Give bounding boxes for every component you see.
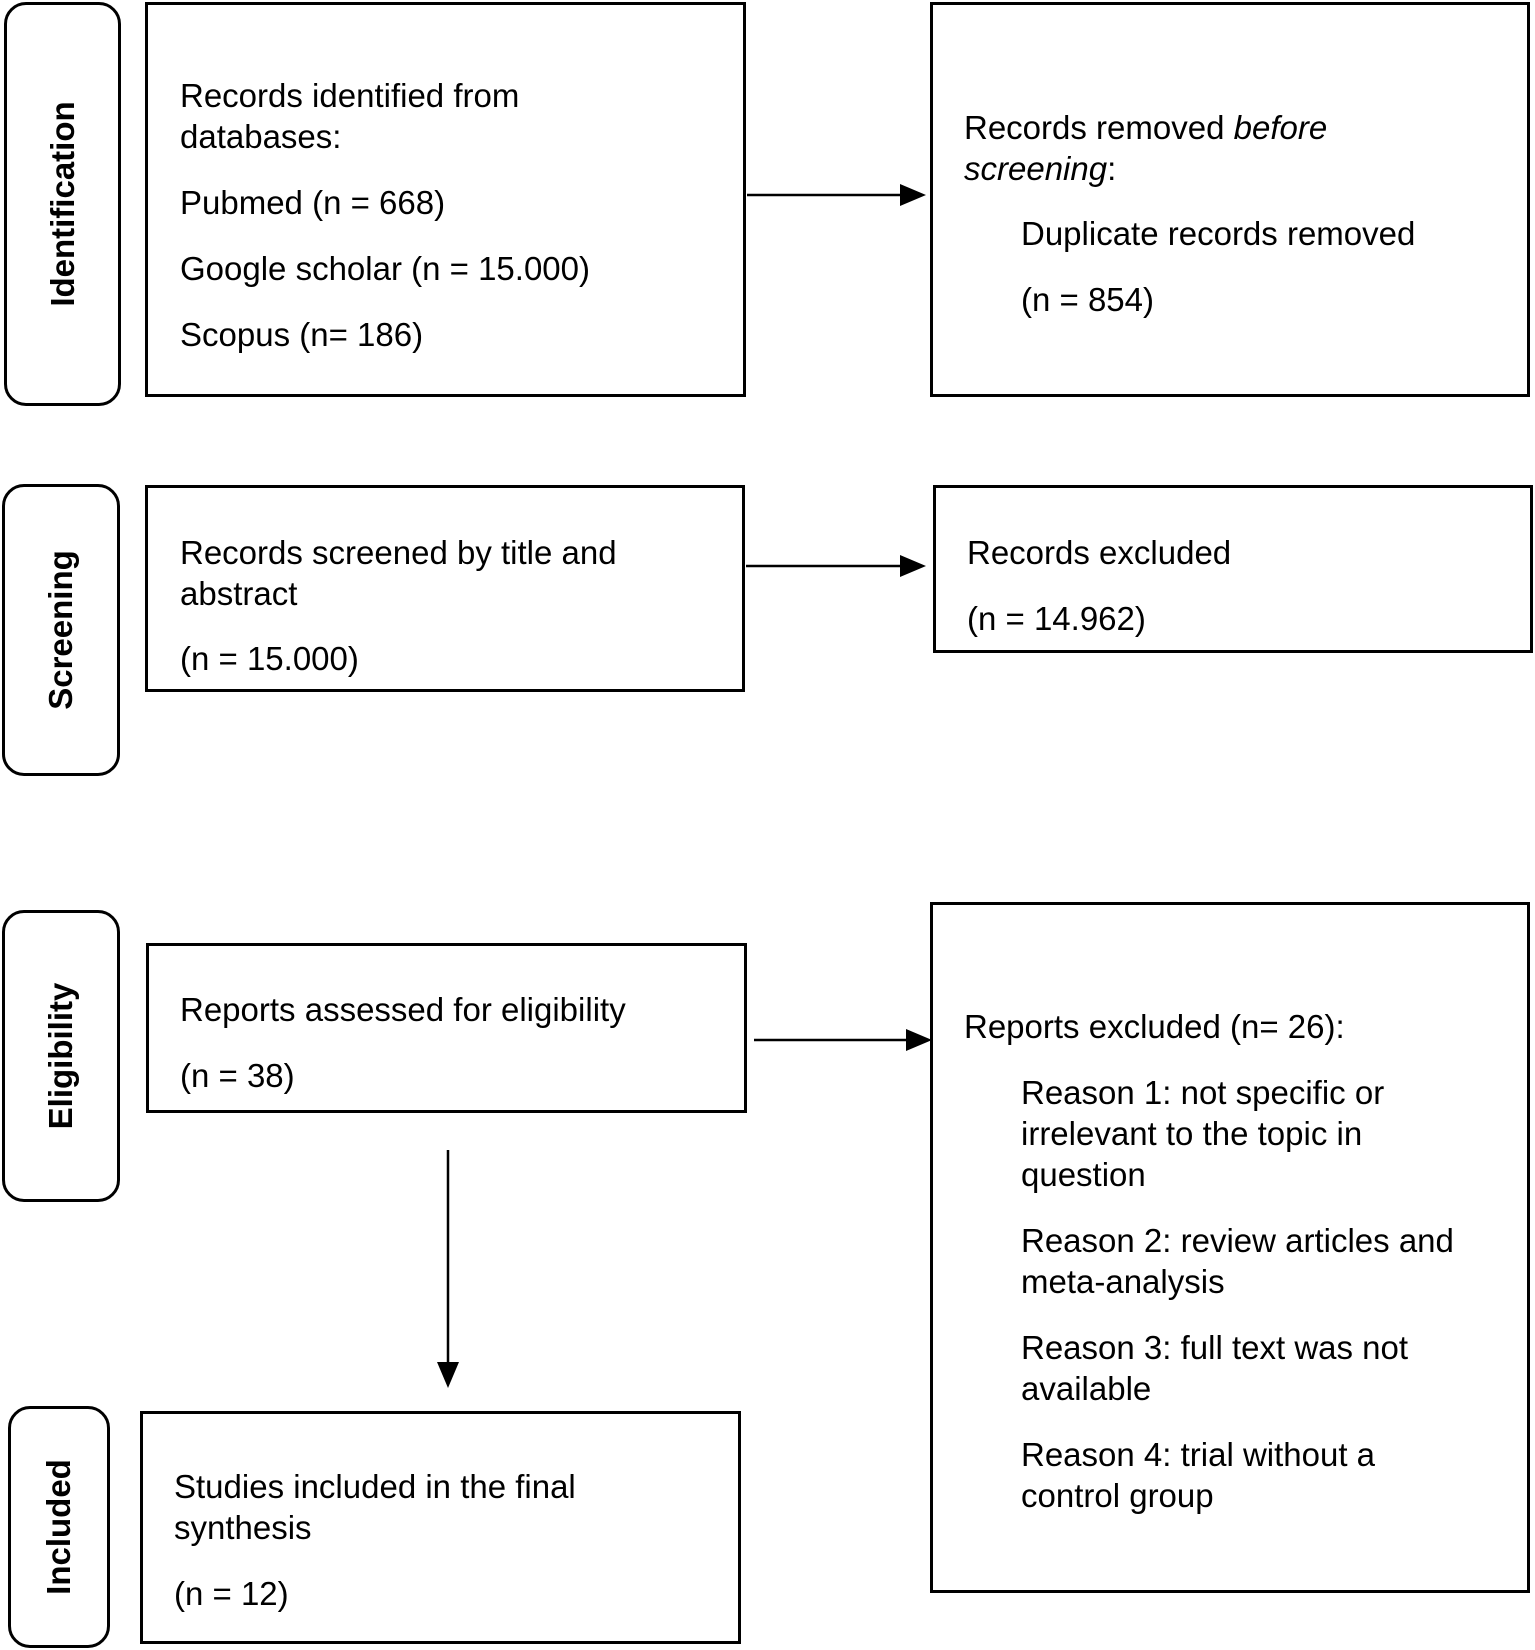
records-screened-line1: Records screened by title and <box>180 534 617 571</box>
records-screened-count: (n = 15.000) <box>180 640 359 677</box>
stage-screening: Screening <box>2 484 120 776</box>
scopus-count: Scopus (n= 186) <box>180 316 424 353</box>
studies-included-count: (n = 12) <box>174 1575 289 1612</box>
studies-included-line1: Studies included in the final <box>174 1468 576 1505</box>
arrow-screened-to-excluded <box>746 555 926 577</box>
reports-excluded-box: Reports excluded (n= 26): Reason 1: not … <box>930 902 1530 1593</box>
records-removed-colon: : <box>1107 150 1117 187</box>
records-excluded-box: Records excluded (n = 14.962) <box>933 485 1533 653</box>
records-excluded-count: (n = 14.962) <box>967 600 1146 637</box>
reason1-line2: irrelevant to the topic in <box>1021 1115 1363 1152</box>
arrow-assessed-to-included <box>437 1150 459 1388</box>
reason2-line1: Reason 2: review articles and <box>1021 1222 1454 1259</box>
reports-excluded-heading: Reports excluded (n= 26): <box>964 1008 1345 1045</box>
duplicate-records-label: Duplicate records removed <box>1021 215 1416 252</box>
studies-included-box: Studies included in the final synthesis … <box>140 1411 741 1644</box>
reason2-line2: meta-analysis <box>1021 1263 1225 1300</box>
pubmed-count: Pubmed (n = 668) <box>180 184 446 221</box>
arrow-identification-to-removed <box>747 184 926 206</box>
records-screened-box: Records screened by title and abstract (… <box>145 485 745 692</box>
reason4-line1: Reason 4: trial without a <box>1021 1436 1376 1473</box>
reason1-line3: question <box>1021 1156 1146 1193</box>
records-removed-italic-before: before <box>1233 109 1328 146</box>
records-screened-line2: abstract <box>180 575 298 612</box>
records-removed-heading-line2: screening: <box>964 148 1116 189</box>
reason1-line1: Reason 1: not specific or <box>1021 1074 1385 1111</box>
stage-included: Included <box>8 1406 110 1648</box>
google-scholar-count: Google scholar (n = 15.000) <box>180 250 591 287</box>
reports-assessed-box: Reports assessed for eligibility (n = 38… <box>146 943 747 1113</box>
stage-eligibility: Eligibility <box>2 910 120 1202</box>
studies-included-line2: synthesis <box>174 1509 312 1546</box>
reason3-line1: Reason 3: full text was not <box>1021 1329 1409 1366</box>
reason4-line2: control group <box>1021 1477 1214 1514</box>
reason3-line2: available <box>1021 1370 1152 1407</box>
records-identified-box: Records identified from databases: Pubme… <box>145 2 746 397</box>
reports-assessed-label: Reports assessed for eligibility <box>180 991 626 1028</box>
records-removed-italic-screening: screening <box>964 150 1108 187</box>
records-identified-heading-line1: Records identified from <box>180 77 520 114</box>
records-removed-heading-line1: Records removed before <box>964 107 1327 148</box>
records-excluded-label: Records excluded <box>967 534 1232 571</box>
stage-identification: Identification <box>4 2 121 406</box>
records-identified-heading-line2: databases: <box>180 118 342 155</box>
reports-assessed-count: (n = 38) <box>180 1057 295 1094</box>
arrow-assessed-to-reports-excluded <box>754 1029 932 1051</box>
records-removed-box: Records removed before screening: Duplic… <box>930 2 1530 397</box>
records-removed-plain: Records removed <box>964 109 1234 146</box>
duplicate-records-count: (n = 854) <box>1021 281 1154 318</box>
